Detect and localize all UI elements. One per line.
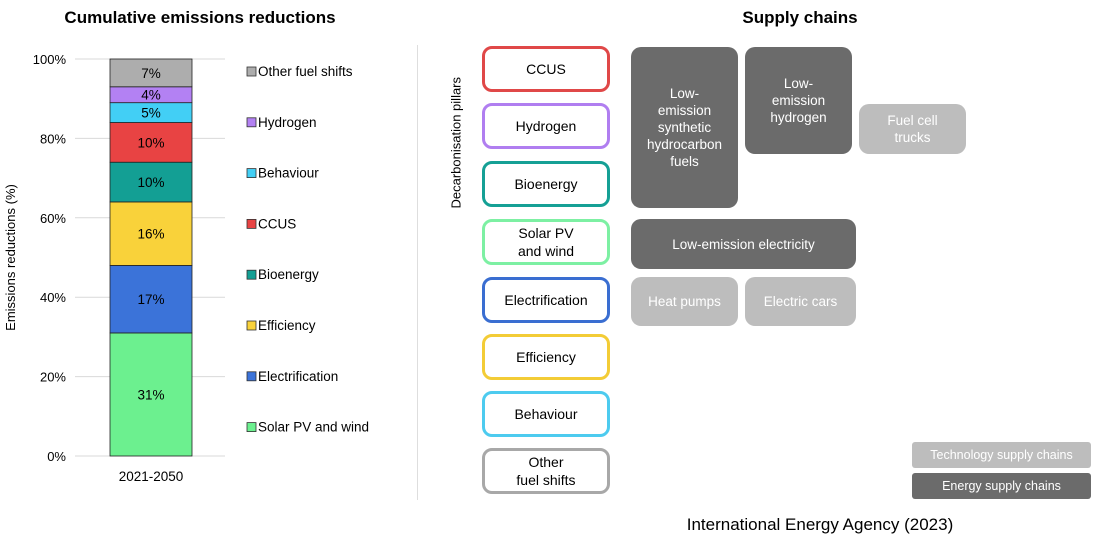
- data-label: 4%: [141, 88, 161, 103]
- data-label: 16%: [137, 227, 164, 242]
- legend-label: Bioenergy: [258, 267, 319, 282]
- electric-cars-box: Electric cars: [745, 277, 856, 326]
- y-tick-label: 0%: [47, 449, 66, 464]
- data-label: 10%: [137, 175, 164, 190]
- y-tick-label: 20%: [40, 370, 66, 385]
- legend-label: Other fuel shifts: [258, 64, 353, 79]
- legend-label: CCUS: [258, 216, 296, 231]
- data-label: 5%: [141, 106, 161, 121]
- legend-swatch: [246, 422, 257, 433]
- legend-label: Electrification: [258, 369, 338, 384]
- y-tick-label: 80%: [40, 131, 66, 146]
- energy-supply-legend: Energy supply chains: [912, 473, 1091, 499]
- chart-title: Cumulative emissions reductions: [64, 8, 336, 27]
- source-note: International Energy Agency (2023): [686, 515, 954, 534]
- y-axis-label: Emissions reductions (%): [3, 184, 18, 331]
- legend-swatch: [246, 117, 257, 128]
- pillars-axis-label: Decarbonisation pillars: [448, 76, 464, 209]
- bar-segment: [109, 332, 193, 457]
- bar-segment: [109, 201, 193, 266]
- hydrogen-supply-box: Low- emission hydrogen: [745, 47, 852, 154]
- x-tick-label: 2021-2050: [119, 469, 184, 484]
- legend-swatch: [246, 218, 257, 229]
- pillar-ccus: CCUS: [482, 46, 610, 92]
- pillar-efficiency: Efficiency: [482, 334, 610, 380]
- electricity-supply-box: Low-emission electricity: [631, 219, 856, 269]
- y-tick-label: 100%: [33, 52, 67, 67]
- pillar-behaviour: Behaviour: [482, 391, 610, 437]
- bar-segment: [109, 265, 193, 334]
- data-label: 17%: [137, 292, 164, 307]
- pillar-solar-pv-and-wind: Solar PV and wind: [482, 219, 610, 265]
- bar-segment: [109, 122, 193, 163]
- data-label: 31%: [137, 387, 164, 402]
- legend-label: Solar PV and wind: [258, 420, 369, 435]
- legend-swatch: [246, 66, 257, 77]
- legend-swatch: [246, 371, 257, 382]
- heat-pumps-box: Heat pumps: [631, 277, 738, 326]
- data-label: 10%: [137, 135, 164, 150]
- legend-swatch: [246, 320, 257, 331]
- y-tick-label: 60%: [40, 211, 66, 226]
- legend-label: Hydrogen: [258, 115, 317, 130]
- y-tick-label: 40%: [40, 290, 66, 305]
- bar-segment: [109, 58, 193, 88]
- technology-supply-legend: Technology supply chains: [912, 442, 1091, 468]
- legend-label: Efficiency: [258, 318, 316, 333]
- emissions-chart: 0% 20% 40% 60% 80% 100% Emissions reductions (…: [3, 52, 369, 484]
- panel-divider: [417, 45, 418, 500]
- legend-label: Behaviour: [258, 166, 319, 181]
- fuel-cell-trucks-box: Fuel cell trucks: [859, 104, 966, 154]
- supply-chains-title: Supply chains: [742, 8, 858, 27]
- legend-swatch: [246, 168, 257, 179]
- data-label: 7%: [141, 66, 161, 81]
- pillar-bioenergy: Bioenergy: [482, 161, 610, 207]
- synthetic-fuels-box: Low- emission synthetic hydrocarbon fuel…: [631, 47, 738, 208]
- pillar-hydrogen: Hydrogen: [482, 103, 610, 149]
- pillar-electrification: Electrification: [482, 277, 610, 323]
- legend-swatch: [246, 269, 257, 280]
- pillar-other-fuel-shifts: Other fuel shifts: [482, 448, 610, 494]
